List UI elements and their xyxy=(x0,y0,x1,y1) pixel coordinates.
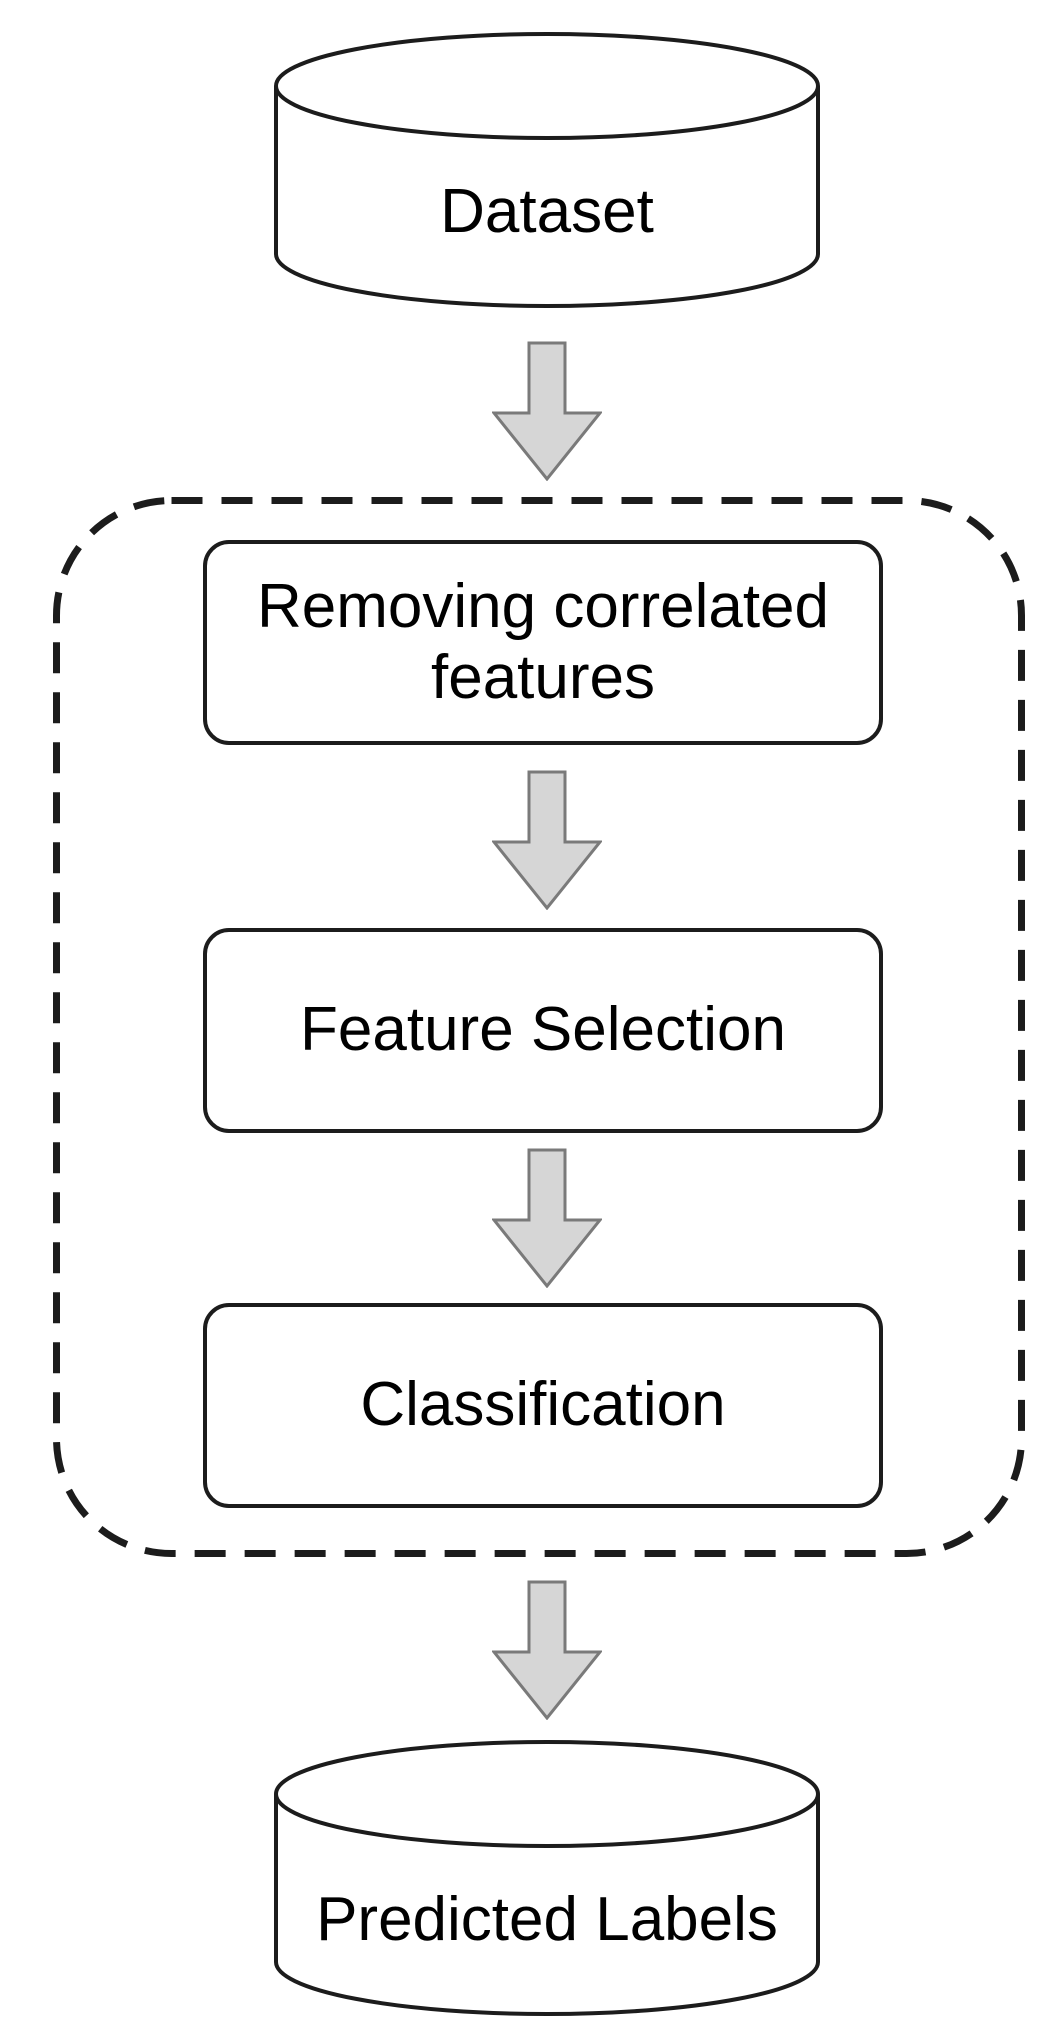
node-classification: Classification xyxy=(203,1303,883,1508)
node-dataset: Dataset xyxy=(272,30,822,310)
node-removing-correlated-features-label: Removing correlated features xyxy=(256,571,830,712)
node-predicted-labels: Predicted Labels xyxy=(272,1738,822,2018)
node-predicted-labels-label: Predicted Labels xyxy=(316,1884,778,1954)
arrow-down-icon xyxy=(492,1148,602,1288)
node-feature-selection-label: Feature Selection xyxy=(300,995,786,1065)
node-feature-selection: Feature Selection xyxy=(203,928,883,1133)
arrow-down-icon xyxy=(492,341,602,481)
node-removing-correlated-features: Removing correlated features xyxy=(203,540,883,745)
arrow-down-icon xyxy=(492,1580,602,1720)
node-classification-label: Classification xyxy=(360,1370,726,1440)
dashed-border-icon xyxy=(53,497,1025,1557)
cylinder-shape-icon xyxy=(274,32,820,308)
node-dataset-label: Dataset xyxy=(440,176,654,246)
pipeline-boundary xyxy=(53,497,1025,1557)
arrow-down-icon xyxy=(492,770,602,910)
cylinder-shape-icon xyxy=(274,1740,820,2016)
